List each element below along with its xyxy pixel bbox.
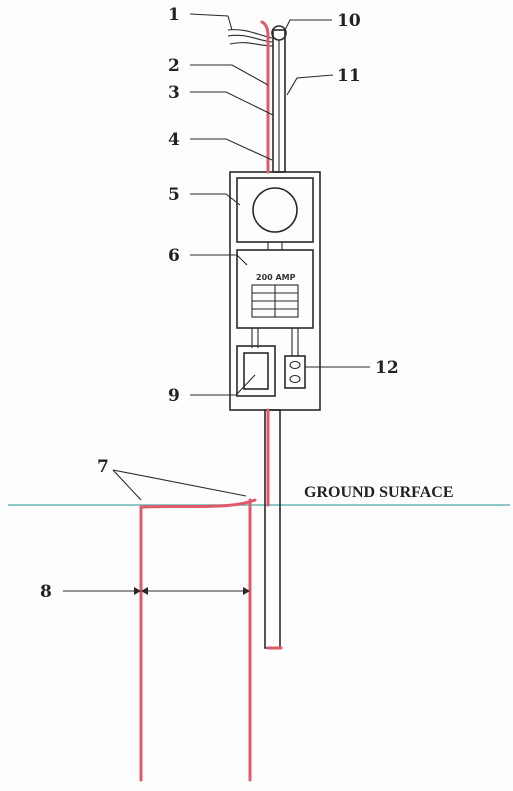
callout-8: 8 [40,582,52,602]
breaker-grid [251,284,299,318]
callout-3: 3 [168,83,180,103]
breaker-panel [236,249,314,329]
ground-surface-label: GROUND SURFACE [304,484,453,501]
callout-4: 4 [168,130,180,150]
callout-12: 12 [375,358,399,378]
callout-7: 7 [97,457,109,477]
callout-1: 1 [168,5,180,25]
grounding-conductor [139,20,283,782]
meter-panel-enclosure [229,171,321,411]
callout-2: 2 [168,56,180,76]
service-drop-wires [227,29,274,47]
receptacle-outlet [284,355,306,389]
weatherhead [271,25,287,41]
callout-9: 9 [168,386,180,406]
disconnect-switch [236,345,276,397]
service-mast [271,25,287,173]
panel-rating-label: 200 AMP [256,273,296,282]
callout-10: 10 [337,11,361,31]
callout-5: 5 [168,185,180,205]
rod-bonding-jumper [139,498,257,509]
callout-6: 6 [168,246,180,266]
callout-leaders [63,13,370,595]
callout-11: 11 [337,66,361,86]
electric-meter [252,187,298,233]
